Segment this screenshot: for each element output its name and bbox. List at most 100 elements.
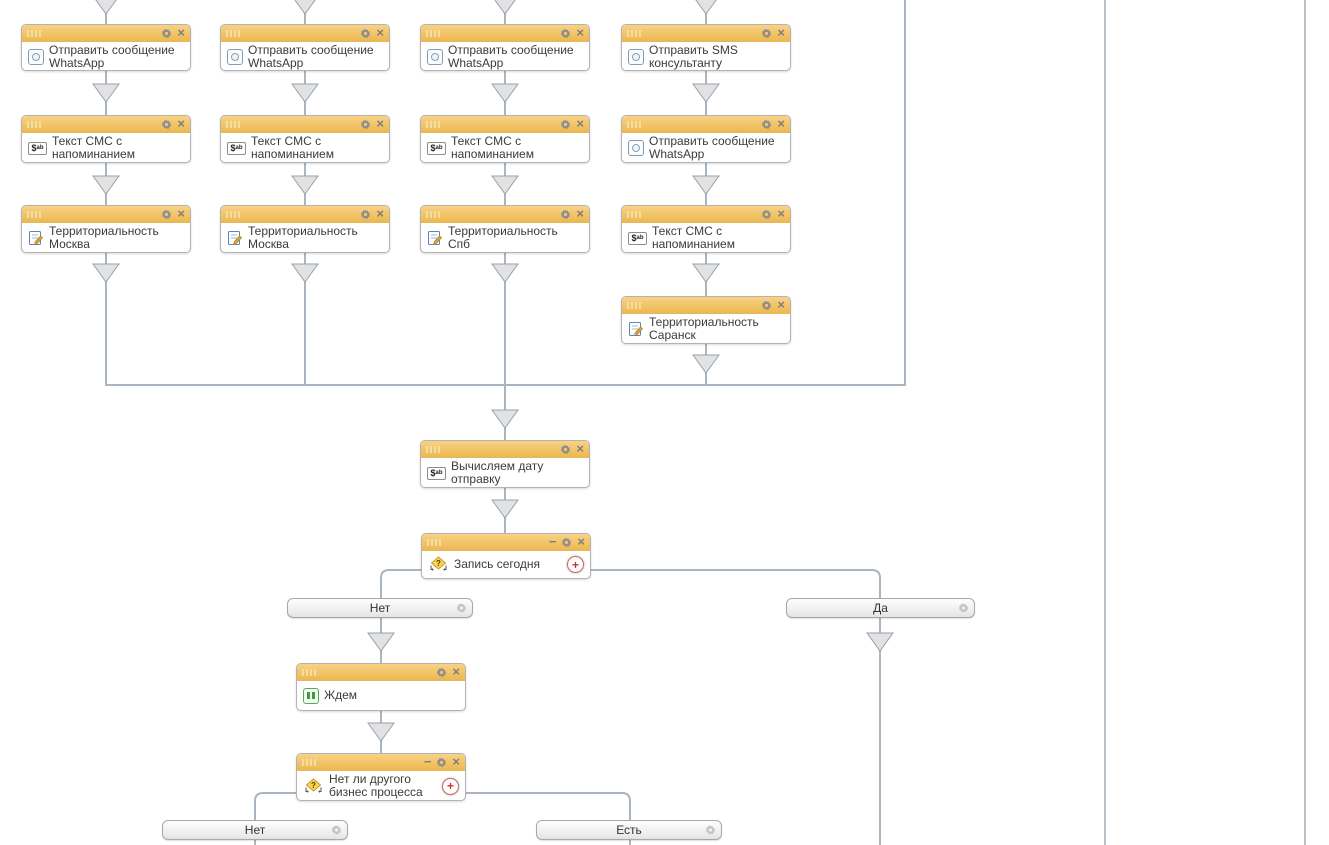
gear-icon — [331, 825, 342, 836]
node-send-whatsapp-4[interactable]: × Отправить сообщение WhatsApp — [621, 115, 791, 163]
node-header[interactable]: × — [421, 25, 589, 42]
settings-button[interactable] — [560, 444, 571, 455]
settings-button[interactable] — [360, 28, 371, 39]
node-sms-text-4[interactable]: × $ab Текст СМС с напоминанием — [621, 205, 791, 253]
drag-handle-icon[interactable] — [27, 30, 42, 37]
settings-button[interactable] — [958, 603, 969, 614]
drag-handle-icon[interactable] — [302, 759, 317, 766]
node-header[interactable]: × — [421, 206, 589, 223]
drag-handle-icon[interactable] — [426, 30, 441, 37]
node-header[interactable]: × — [221, 206, 389, 223]
branch-no-1[interactable]: Нет — [287, 598, 473, 618]
drag-handle-icon[interactable] — [27, 211, 42, 218]
close-button[interactable]: × — [577, 537, 585, 547]
node-header[interactable]: − × — [422, 534, 590, 551]
minimize-button[interactable]: − — [549, 537, 557, 547]
settings-button[interactable] — [560, 28, 571, 39]
branch-yes[interactable]: Да — [786, 598, 975, 618]
settings-button[interactable] — [761, 209, 772, 220]
node-sms-text-3[interactable]: × $ab Текст СМС с напоминанием — [420, 115, 590, 163]
node-compute-send-date[interactable]: × $ab Вычисляем дату отправку — [420, 440, 590, 488]
close-button[interactable]: × — [177, 28, 185, 38]
close-button[interactable]: × — [452, 667, 460, 677]
minimize-button[interactable]: − — [424, 757, 432, 767]
close-button[interactable]: × — [177, 209, 185, 219]
settings-button[interactable] — [761, 300, 772, 311]
node-header[interactable]: × — [622, 25, 790, 42]
node-send-whatsapp-1[interactable]: × Отправить сообщение WhatsApp — [21, 24, 191, 71]
node-header[interactable]: × — [221, 25, 389, 42]
close-button[interactable]: × — [576, 119, 584, 129]
settings-button[interactable] — [436, 667, 447, 678]
drag-handle-icon[interactable] — [426, 121, 441, 128]
node-condition-no-other-process[interactable]: − × ? Нет ли другого бизнес процесса + — [296, 753, 466, 801]
close-button[interactable]: × — [177, 119, 185, 129]
close-button[interactable]: × — [576, 209, 584, 219]
node-header[interactable]: × — [221, 116, 389, 133]
node-territory-saransk[interactable]: × Территориальность Саранск — [621, 296, 791, 344]
settings-button[interactable] — [561, 537, 572, 548]
drag-handle-icon[interactable] — [627, 302, 642, 309]
node-header[interactable]: × — [622, 206, 790, 223]
drag-handle-icon[interactable] — [302, 669, 317, 676]
close-button[interactable]: × — [376, 209, 384, 219]
node-header[interactable]: − × — [297, 754, 465, 771]
settings-button[interactable] — [360, 209, 371, 220]
settings-button[interactable] — [761, 119, 772, 130]
node-territory-moscow-1[interactable]: × Территориальность Москва — [21, 205, 191, 253]
node-sms-text-2[interactable]: × $ab Текст СМС с напоминанием — [220, 115, 390, 163]
drag-handle-icon[interactable] — [226, 30, 241, 37]
drag-handle-icon[interactable] — [27, 121, 42, 128]
add-branch-button[interactable]: + — [442, 778, 459, 795]
branch-no-2[interactable]: Нет — [162, 820, 348, 840]
settings-button[interactable] — [705, 825, 716, 836]
node-header[interactable]: × — [421, 441, 589, 458]
drag-handle-icon[interactable] — [627, 121, 642, 128]
node-send-whatsapp-3[interactable]: × Отправить сообщение WhatsApp — [420, 24, 590, 71]
node-header[interactable]: × — [622, 116, 790, 133]
settings-button[interactable] — [761, 28, 772, 39]
drag-handle-icon[interactable] — [427, 539, 442, 546]
gear-icon — [761, 300, 772, 311]
node-header[interactable]: × — [22, 25, 190, 42]
settings-button[interactable] — [360, 119, 371, 130]
drag-handle-icon[interactable] — [426, 446, 441, 453]
settings-button[interactable] — [161, 119, 172, 130]
settings-button[interactable] — [161, 28, 172, 39]
settings-button[interactable] — [161, 209, 172, 220]
node-sms-text-1[interactable]: × $ab Текст СМС с напоминанием — [21, 115, 191, 163]
drag-handle-icon[interactable] — [627, 30, 642, 37]
node-header[interactable]: × — [297, 664, 465, 681]
settings-button[interactable] — [456, 603, 467, 614]
close-button[interactable]: × — [376, 119, 384, 129]
close-button[interactable]: × — [452, 757, 460, 767]
add-branch-button[interactable]: + — [567, 556, 584, 573]
branch-exists[interactable]: Есть — [536, 820, 722, 840]
close-button[interactable]: × — [376, 28, 384, 38]
drag-handle-icon[interactable] — [226, 211, 241, 218]
close-button[interactable]: × — [777, 119, 785, 129]
close-button[interactable]: × — [576, 444, 584, 454]
node-header[interactable]: × — [421, 116, 589, 133]
close-button[interactable]: × — [777, 28, 785, 38]
node-territory-moscow-2[interactable]: × Территориальность Москва — [220, 205, 390, 253]
node-send-sms-consultant[interactable]: × Отправить SMS консультанту — [621, 24, 791, 71]
node-condition-record-today[interactable]: − × ? Запись сегодня + — [421, 533, 591, 579]
node-wait[interactable]: × Ждем — [296, 663, 466, 711]
settings-button[interactable] — [436, 757, 447, 768]
settings-button[interactable] — [331, 825, 342, 836]
node-header[interactable]: × — [622, 297, 790, 314]
node-territory-spb[interactable]: × Территориальность Спб — [420, 205, 590, 253]
node-send-whatsapp-2[interactable]: × Отправить сообщение WhatsApp — [220, 24, 390, 71]
close-button[interactable]: × — [576, 28, 584, 38]
settings-button[interactable] — [560, 209, 571, 220]
close-button[interactable]: × — [777, 300, 785, 310]
node-header[interactable]: × — [22, 116, 190, 133]
drag-handle-icon[interactable] — [226, 121, 241, 128]
drag-handle-icon[interactable] — [627, 211, 642, 218]
close-button[interactable]: × — [777, 209, 785, 219]
node-header[interactable]: × — [22, 206, 190, 223]
settings-button[interactable] — [560, 119, 571, 130]
drag-handle-icon[interactable] — [426, 211, 441, 218]
